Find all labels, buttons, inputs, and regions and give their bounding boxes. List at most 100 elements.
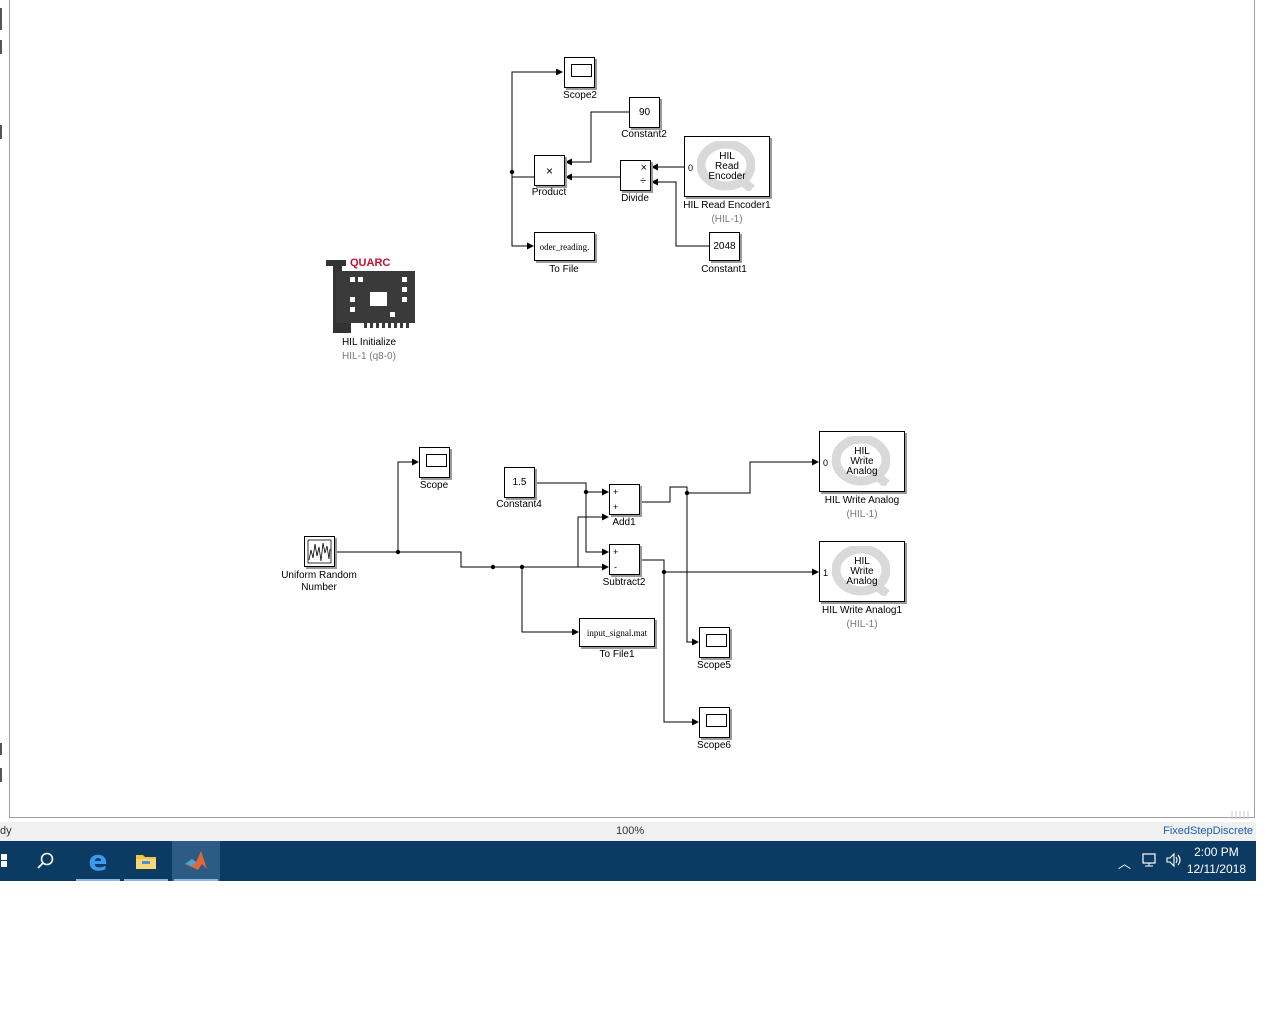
hil-write-analog-label: HIL Write Analog: [824, 495, 900, 506]
hil-write0-port: 0: [823, 458, 829, 468]
scope-display-icon: [706, 634, 727, 647]
toolbar-mark: [0, 743, 2, 755]
start-icon[interactable]: [0, 841, 16, 881]
clock-time: 2:00 PM: [1194, 845, 1239, 859]
scope2-label: Scope2: [563, 90, 597, 101]
windows-taskbar: e ︿ 2:00 PM 12/11/2018: [0, 841, 1256, 881]
resize-grip-icon[interactable]: [1231, 806, 1249, 819]
status-bar: dy 100% FixedStepDiscrete: [0, 822, 1256, 841]
constant4-label: Constant4: [496, 499, 542, 510]
matlab-icon[interactable]: [172, 841, 220, 881]
to-file-filename: oder_reading.: [539, 241, 590, 252]
to-file-label: To File: [549, 264, 579, 275]
quanser-q-icon: [832, 546, 890, 596]
product-symbol: ×: [545, 163, 553, 178]
quanser-q-icon: [832, 436, 890, 486]
simulink-canvas[interactable]: [9, 0, 1255, 818]
branch-point: [684, 490, 690, 496]
hil-write-analog-sublabel: (HIL-1): [846, 509, 878, 520]
uniform-random-label-line1: Uniform Random: [281, 570, 357, 581]
scope2-block[interactable]: [564, 57, 595, 88]
hil-write0-line2: Write: [850, 455, 874, 467]
hil-write-analog1-label: HIL Write Analog1: [821, 605, 903, 616]
scope6-label: Scope6: [697, 740, 731, 751]
hil-initialize-block[interactable]: QUARC: [324, 257, 416, 335]
hil-read-encoder-block[interactable]: HIL Read Encoder 0: [684, 136, 770, 197]
to-file1-filename: input_signal.mat: [586, 627, 648, 638]
constant2-label: Constant2: [621, 129, 667, 140]
signal-line: [511, 172, 534, 250]
clock-date: 12/11/2018: [1186, 862, 1246, 876]
constant4-value: 1.5: [512, 477, 527, 488]
add1-sign-2: +: [613, 502, 619, 512]
quarc-logo: QUARC: [350, 257, 391, 269]
scope-display-icon: [426, 454, 447, 467]
multiply-icon: ×: [640, 162, 647, 174]
divide-icon: ÷: [639, 175, 646, 187]
hil-write1-line3: Analog: [846, 575, 878, 587]
constant2-block[interactable]: 90: [629, 97, 660, 128]
hil-read-sublabel: (HIL-1): [711, 214, 743, 225]
scope-block[interactable]: [419, 447, 450, 478]
scope5-block[interactable]: [699, 627, 730, 658]
toolbar-mark: [0, 40, 2, 54]
constant4-block[interactable]: 1.5: [504, 467, 535, 498]
scope6-block[interactable]: [699, 707, 730, 738]
signal-line: [640, 559, 819, 576]
toolbar-mark: [0, 8, 2, 30]
hil-initialize-sublabel: HIL-1 (q8-0): [342, 351, 396, 362]
scope-display-icon: [571, 64, 592, 77]
file-explorer-icon[interactable]: [122, 841, 170, 881]
volume-icon[interactable]: [1165, 852, 1183, 871]
hil-write-analog-block[interactable]: HIL Write Analog 0: [819, 431, 905, 492]
signal-line: [397, 458, 419, 552]
quanser-q-icon: [697, 141, 755, 191]
signal-line: [336, 513, 609, 568]
uniform-random-number-block[interactable]: [304, 536, 335, 567]
hil-read-label: HIL Read Encoder1: [683, 200, 771, 211]
toolbar-mark: [0, 125, 2, 139]
product-block[interactable]: ×: [534, 155, 565, 186]
hil-read-line1: HIL: [719, 150, 735, 162]
signal-line: [521, 567, 579, 636]
scope-display-icon: [706, 714, 727, 727]
random-signal-icon: [307, 539, 332, 564]
to-file1-label: To File1: [599, 649, 635, 660]
add1-sign-1: +: [613, 487, 619, 497]
chevron-up-icon[interactable]: ︿: [1118, 856, 1132, 871]
add1-label: Add1: [612, 517, 636, 528]
add1-block[interactable]: + +: [609, 484, 640, 515]
divide-label: Divide: [621, 193, 649, 204]
branch-point: [490, 564, 496, 570]
branch-point: [583, 489, 589, 495]
subtract2-label: Subtract2: [602, 577, 646, 588]
divide-block[interactable]: × ÷: [620, 160, 651, 191]
system-clock[interactable]: 2:00 PM 12/11/2018: [1187, 844, 1246, 878]
zoom-level[interactable]: 100%: [616, 825, 645, 837]
subtract2-block[interactable]: + -: [609, 544, 640, 575]
subtract2-sign-2: -: [614, 562, 617, 572]
signal-lines: [336, 68, 819, 726]
solver-link[interactable]: FixedStepDiscrete: [1163, 825, 1253, 837]
hil-write0-line1: HIL: [854, 445, 870, 457]
constant1-value: 2048: [713, 241, 736, 252]
hil-write-analog1-block[interactable]: HIL Write Analog 1: [819, 541, 905, 602]
hil-write1-port: 1: [823, 568, 829, 578]
edge-icon[interactable]: e: [74, 841, 122, 881]
constant1-block[interactable]: 2048: [709, 232, 740, 261]
hil-read-line2: Read: [715, 160, 739, 172]
to-file-block[interactable]: oder_reading.: [534, 232, 595, 261]
subtract2-sign-1: +: [613, 547, 619, 557]
constant1-label: Constant1: [701, 264, 747, 275]
network-icon[interactable]: [1142, 852, 1158, 871]
search-icon[interactable]: [22, 841, 70, 881]
branch-point: [661, 569, 667, 575]
to-file1-block[interactable]: input_signal.mat: [579, 618, 655, 647]
signal-line: [651, 178, 709, 247]
product-label: Product: [531, 187, 567, 198]
toolbar-mark: [0, 768, 2, 782]
signal-line: [640, 458, 819, 503]
signal-line: [585, 492, 609, 556]
branch-point: [519, 564, 525, 570]
scope5-label: Scope5: [697, 660, 731, 671]
